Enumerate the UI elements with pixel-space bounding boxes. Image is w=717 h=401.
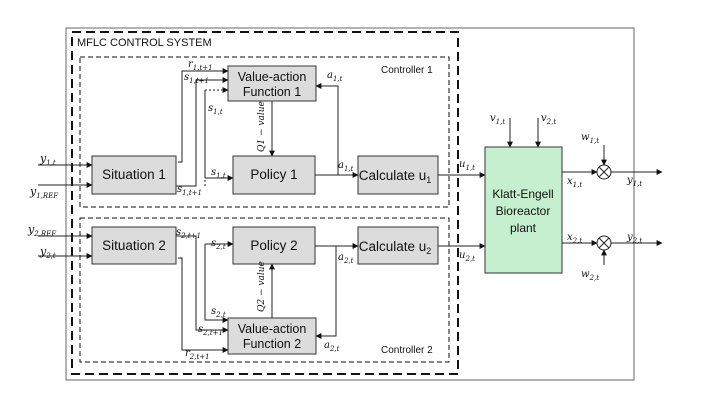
label-y1ref: y1,REF (29, 185, 59, 200)
label-x1t: x1,t (567, 176, 582, 189)
label-r2: r2,t+1 (185, 348, 210, 361)
plant-line2: Bioreactor (496, 204, 551, 218)
label-s1t1-bottom: s1,t+1 (177, 184, 202, 197)
controller-2-wiring (38, 233, 486, 353)
q2-value-label: Q2 − value (257, 261, 267, 312)
label-w2t: w2,t (581, 269, 599, 282)
label-s1t-policy: s1,t (211, 167, 226, 180)
situation-1-block (91, 155, 177, 195)
label-u1t: u1,t (459, 159, 475, 172)
label-a1t: a1,t (338, 160, 354, 173)
multiplier-1 (596, 164, 612, 180)
label-v2t: v2,t (541, 113, 556, 126)
label-y1t-in: y1,t (39, 152, 56, 167)
calculate-u1-label: Calculate u1 (359, 168, 432, 185)
situation-2-label: Situation 2 (102, 238, 166, 253)
value-action-2-line2: Function 2 (243, 337, 301, 351)
label-r1: r1,t+1 (188, 59, 213, 72)
label-s1t1-top: s1,t+1 (184, 72, 209, 85)
controller-1-label: Controller 1 (381, 65, 433, 76)
label-a2t: a2,t (338, 252, 354, 265)
system-title: MFLC CONTROL SYSTEM (77, 37, 212, 49)
situation-2-block (91, 226, 177, 265)
label-s2t1-bottom: s2,t+1 (198, 324, 223, 337)
label-y2t-out: y2,t (626, 232, 642, 245)
plant-line1: Klatt-Engell (492, 187, 553, 201)
plant-wiring (507, 118, 663, 265)
policy-2-block (232, 226, 316, 265)
label-y2ref: y2,REF (27, 223, 57, 238)
value-action-2-line1: Value-action (238, 322, 307, 336)
value-action-1-line2: Function 1 (243, 85, 301, 99)
signal-labels: y1,t y1,REF y2,REF y2,t r1,t+1 s1,t+1 s1… (27, 59, 642, 361)
multiplier-2 (596, 235, 612, 251)
controller-2-label: Controller 2 (381, 345, 433, 356)
label-s2t-bottom: s2,t (211, 306, 226, 319)
value-action-1-line1: Value-action (238, 70, 307, 84)
label-w1t: w1,t (581, 132, 599, 145)
controller-1-boundary (79, 56, 450, 208)
q1-value-label: Q1 − value (257, 101, 267, 152)
calculate-u2-block (357, 226, 439, 265)
label-v1t: v1,t (490, 113, 505, 126)
controller-1-wiring (38, 68, 486, 188)
calculate-u1-block (357, 155, 439, 195)
label-a2t-bottom: a2,t (324, 340, 340, 353)
controller-2-boundary (79, 217, 450, 363)
policy-2-label: Policy 2 (250, 238, 297, 253)
label-y1t-out: y1,t (626, 175, 642, 188)
label-a1t-top: a1,t (327, 70, 343, 83)
label-u2t: u2,t (459, 250, 475, 263)
bioreactor-plant-block (484, 146, 563, 274)
label-s2t1-top: s2,t+1 (176, 227, 201, 240)
label-y2t-in: y2,t (39, 245, 56, 260)
policy-1-block (232, 155, 316, 195)
value-action-function-2-block (227, 317, 317, 355)
policy-1-label: Policy 1 (250, 167, 297, 182)
label-s1t-top: s1,t (208, 103, 223, 116)
situation-1-label: Situation 1 (102, 167, 166, 182)
plant-line3: plant (510, 221, 537, 235)
calculate-u2-label: Calculate u2 (359, 239, 432, 256)
outer-feedback-frame (65, 27, 635, 381)
label-s2t-policy: s2,t (211, 238, 226, 251)
label-x2t: x2,t (567, 232, 582, 245)
